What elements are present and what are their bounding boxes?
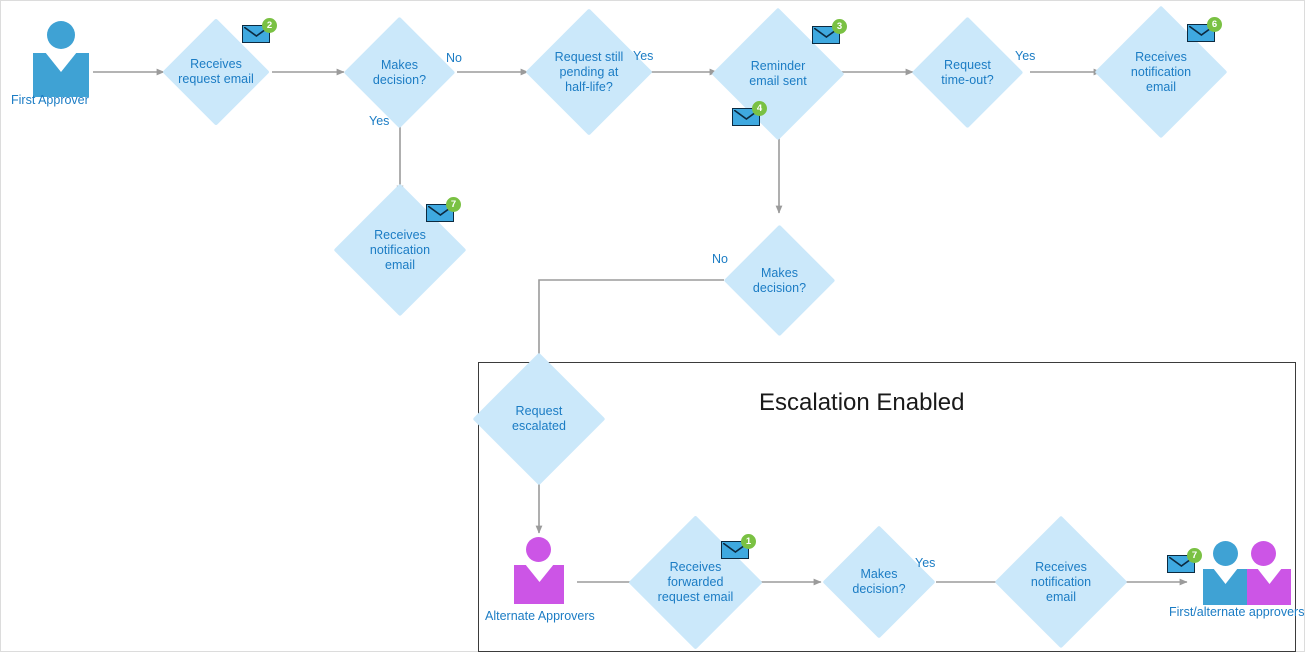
label-line-1: Reminder: [750, 59, 806, 73]
envelope-badge: 7: [1187, 548, 1202, 563]
edge-label-decision3-yes: Yes: [915, 556, 936, 570]
person-head: [526, 537, 551, 562]
node-request-still-pending[interactable]: Request still pending at half-life?: [525, 8, 653, 136]
label-line-1: Makes: [860, 567, 898, 581]
label-line-1: Makes: [760, 265, 799, 280]
node-label: Makes decision?: [360, 58, 439, 88]
first-alternate-approvers-label: First/alternate approvers: [1169, 605, 1305, 619]
label-line-3: email: [384, 257, 416, 272]
envelope-badge: 4: [752, 101, 767, 116]
node-label: Receives request email: [178, 57, 254, 87]
node-label: Receives notification email: [353, 228, 447, 273]
label-line-1: Receives: [374, 227, 426, 242]
envelope-icon-2: 2: [242, 18, 277, 44]
edge-label-decision2-no: No: [712, 252, 728, 266]
label-line-1: Receives: [190, 57, 242, 71]
envelope-badge: 3: [832, 19, 847, 34]
label-line-2: request email: [178, 72, 254, 86]
label-line-3: email: [1145, 79, 1177, 94]
label-line-1: Makes: [380, 57, 419, 72]
node-label: Reminder email sent: [731, 59, 825, 89]
envelope-icon-4: 4: [732, 101, 767, 127]
label-line-1: Receives: [1035, 559, 1087, 574]
label-line-1: Request: [515, 404, 563, 418]
label-line-2: notification: [1030, 574, 1092, 589]
node-reminder-email-sent[interactable]: Reminder email sent: [711, 7, 845, 141]
node-label: Request escalated: [492, 404, 586, 434]
label-line-3: request email: [657, 590, 734, 604]
person-head-magenta: [1251, 541, 1276, 566]
node-makes-decision-1[interactable]: Makes decision?: [343, 16, 456, 129]
label-line-1: Receives: [1135, 49, 1187, 64]
label-line-2: forwarded: [667, 575, 724, 589]
first-approver-label: First Approver: [11, 93, 89, 107]
escalation-enabled-title: Escalation Enabled: [759, 389, 965, 416]
node-label: Receives notification email: [1114, 50, 1208, 95]
node-request-escalated[interactable]: Request escalated: [472, 352, 606, 486]
label-line-2: decision?: [372, 72, 427, 87]
label-line-1: Request still: [554, 49, 624, 64]
envelope-icon-3: 3: [812, 19, 847, 45]
edge-label-decision1-yes: Yes: [369, 114, 390, 128]
envelope-badge: 7: [446, 197, 461, 212]
envelope-icon-1: 1: [721, 534, 756, 560]
edge-label-pending-yes: Yes: [633, 49, 654, 63]
node-label: Receives forwarded request email: [648, 560, 743, 605]
edge-decision2-no: [535, 279, 724, 373]
label-line-2: time-out?: [941, 72, 994, 87]
node-label: Makes decision?: [740, 266, 819, 296]
edge-label-timeout-yes: Yes: [1015, 49, 1036, 63]
node-label: Makes decision?: [839, 567, 919, 597]
envelope-icon-7-mid: 7: [426, 197, 461, 223]
label-line-2: notification: [1130, 64, 1192, 79]
node-label: Request time-out?: [928, 58, 1007, 88]
label-line-2: decision?: [852, 582, 906, 596]
label-line-3: half-life?: [565, 79, 613, 94]
label-line-1: Receives: [669, 560, 722, 574]
node-request-time-out[interactable]: Request time-out?: [911, 16, 1024, 129]
envelope-icon-6: 6: [1187, 17, 1222, 43]
alternate-approvers-icon: [513, 537, 565, 604]
label-line-2: decision?: [752, 280, 807, 295]
node-receives-notification-bottom[interactable]: Receives notification email: [994, 515, 1128, 649]
label-line-3: email: [1045, 589, 1077, 604]
alternate-approvers-label: Alternate Approvers: [485, 609, 595, 623]
first-approver-icon: [31, 21, 91, 97]
person-head: [47, 21, 75, 49]
person-head-blue: [1213, 541, 1238, 566]
edge-label-decision1-no: No: [446, 51, 462, 65]
first-alternate-approvers-icon: [1203, 541, 1305, 605]
node-receives-notification-top[interactable]: Receives notification email: [1094, 5, 1228, 139]
label-line-2: escalated: [512, 419, 566, 433]
node-receives-request-email[interactable]: Receives request email: [162, 18, 270, 126]
label-line-1: Request: [944, 57, 991, 72]
node-makes-decision-3[interactable]: Makes decision?: [822, 525, 936, 639]
node-receives-notification-mid[interactable]: Receives notification email: [333, 183, 467, 317]
node-makes-decision-2[interactable]: Makes decision?: [723, 224, 836, 337]
envelope-badge: 2: [262, 18, 277, 33]
label-line-2: notification: [369, 242, 431, 257]
node-label: Request still pending at half-life?: [544, 50, 634, 95]
envelope-icon-7-bottom: 7: [1167, 548, 1202, 574]
envelope-badge: 1: [741, 534, 756, 549]
label-line-2: email sent: [749, 74, 807, 88]
label-line-2: pending at: [559, 64, 619, 79]
node-receives-forwarded-request-email[interactable]: Receives forwarded request email: [628, 515, 763, 650]
envelope-badge: 6: [1207, 17, 1222, 32]
node-label: Receives notification email: [1014, 560, 1108, 605]
